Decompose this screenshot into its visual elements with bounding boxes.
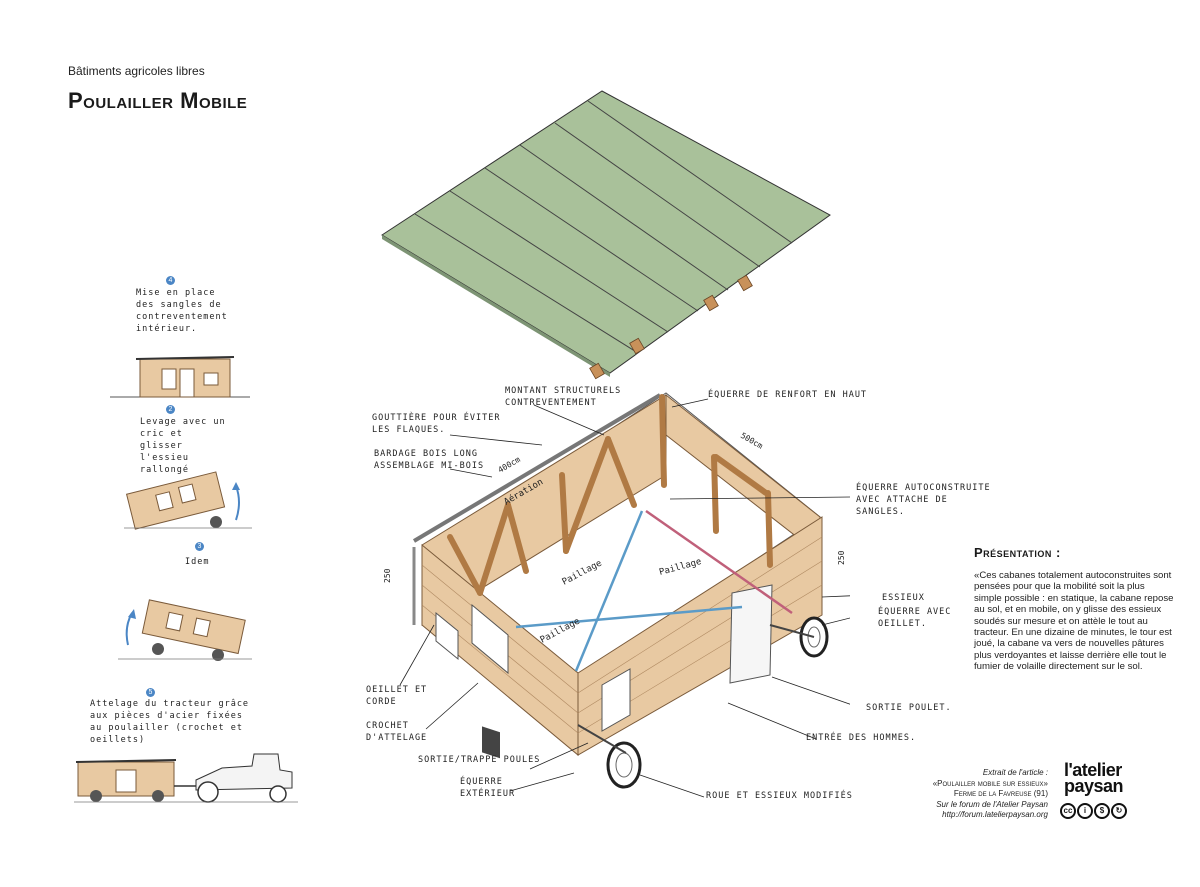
logo-line-1: l'atelier [1064,760,1122,780]
source-block: Extrait de l'article : «Poulailler mobil… [900,768,1048,821]
step-2-text: Levage avec un cric et glisser l'essieu … [140,417,226,475]
logo-line-2: paysan [1064,776,1124,796]
equerre-ext-label: Équerre extérieur [460,777,516,799]
step-4-text: Attelage du tracteur grâce aux pièces d'… [90,699,250,745]
step-1-sketch [110,356,250,398]
main-diagram: Aération Paillage Paillage Paillage 500c… [381,90,850,798]
dim-250b-label: 250 [837,550,846,565]
montant-label: Montant structurels contreventement [505,386,622,408]
step-4-sketch [74,753,298,803]
roue-label: Roue et essieux modifiés [706,791,853,801]
sortie-trappe-label: Sortie/trappe poules [418,755,541,765]
page-title: Poulailler Mobile [68,88,248,113]
source-line-5[interactable]: http://forum.latelierpaysan.org [942,810,1048,819]
step-3-sketch [118,599,252,661]
equerre-oeillet-label: Équerre avec oeillet. [878,607,952,629]
crochet-label: Crochet d'attelage [366,721,428,743]
step-3-text: Idem [185,557,210,567]
presentation-heading: Présentation : [974,545,1061,560]
oeillet-corde-label: Oeillet et corde [366,685,428,707]
dim-500-label: 500cm [739,431,765,451]
front-right-wall [577,516,823,756]
step-1-number: 4 [166,276,175,285]
step-2-number: 2 [166,405,175,414]
roof-panel [381,90,831,374]
equerre-auto-label: Équerre autoconstruite avec attache de s… [856,483,991,517]
gouttiere-label: Gouttière pour éviter les flaques. [372,413,501,435]
step-1-text: Mise en place des sangles de contrevente… [136,288,228,334]
source-line-2: «Poulailler mobile sur essieux» [932,778,1048,788]
sortie-poulet-label: Sortie poulet. [866,703,952,713]
step-3-number: 3 [195,542,204,551]
source-line-3: Ferme de la Favreuse (91) [953,789,1048,798]
kicker-text: Bâtiments agricoles libres [68,64,205,78]
equerre-renfort-label: Équerre de renfort en haut [708,390,868,400]
door [729,584,773,684]
presentation-text: «Ces cabanes totalement autoconstruites … [974,570,1174,673]
dim-400-label: 400cm [497,455,523,475]
source-line-1: Extrait de l'article : [982,768,1048,777]
source-line-4: Sur le forum de l'Atelier Paysan [936,799,1048,809]
dim-250a-label: 250 [383,568,392,583]
wheel-front [606,741,642,789]
step-4-number: 5 [146,688,155,697]
atelier-paysan-logo: l'atelier paysan [1064,760,1138,796]
essieux-label: Essieux [882,593,925,603]
bardage-label: Bardage bois long assemblage mi-bois [374,449,485,471]
entree-hommes-label: Entrée des hommes. [806,733,917,743]
step-2-sketch [124,471,252,530]
